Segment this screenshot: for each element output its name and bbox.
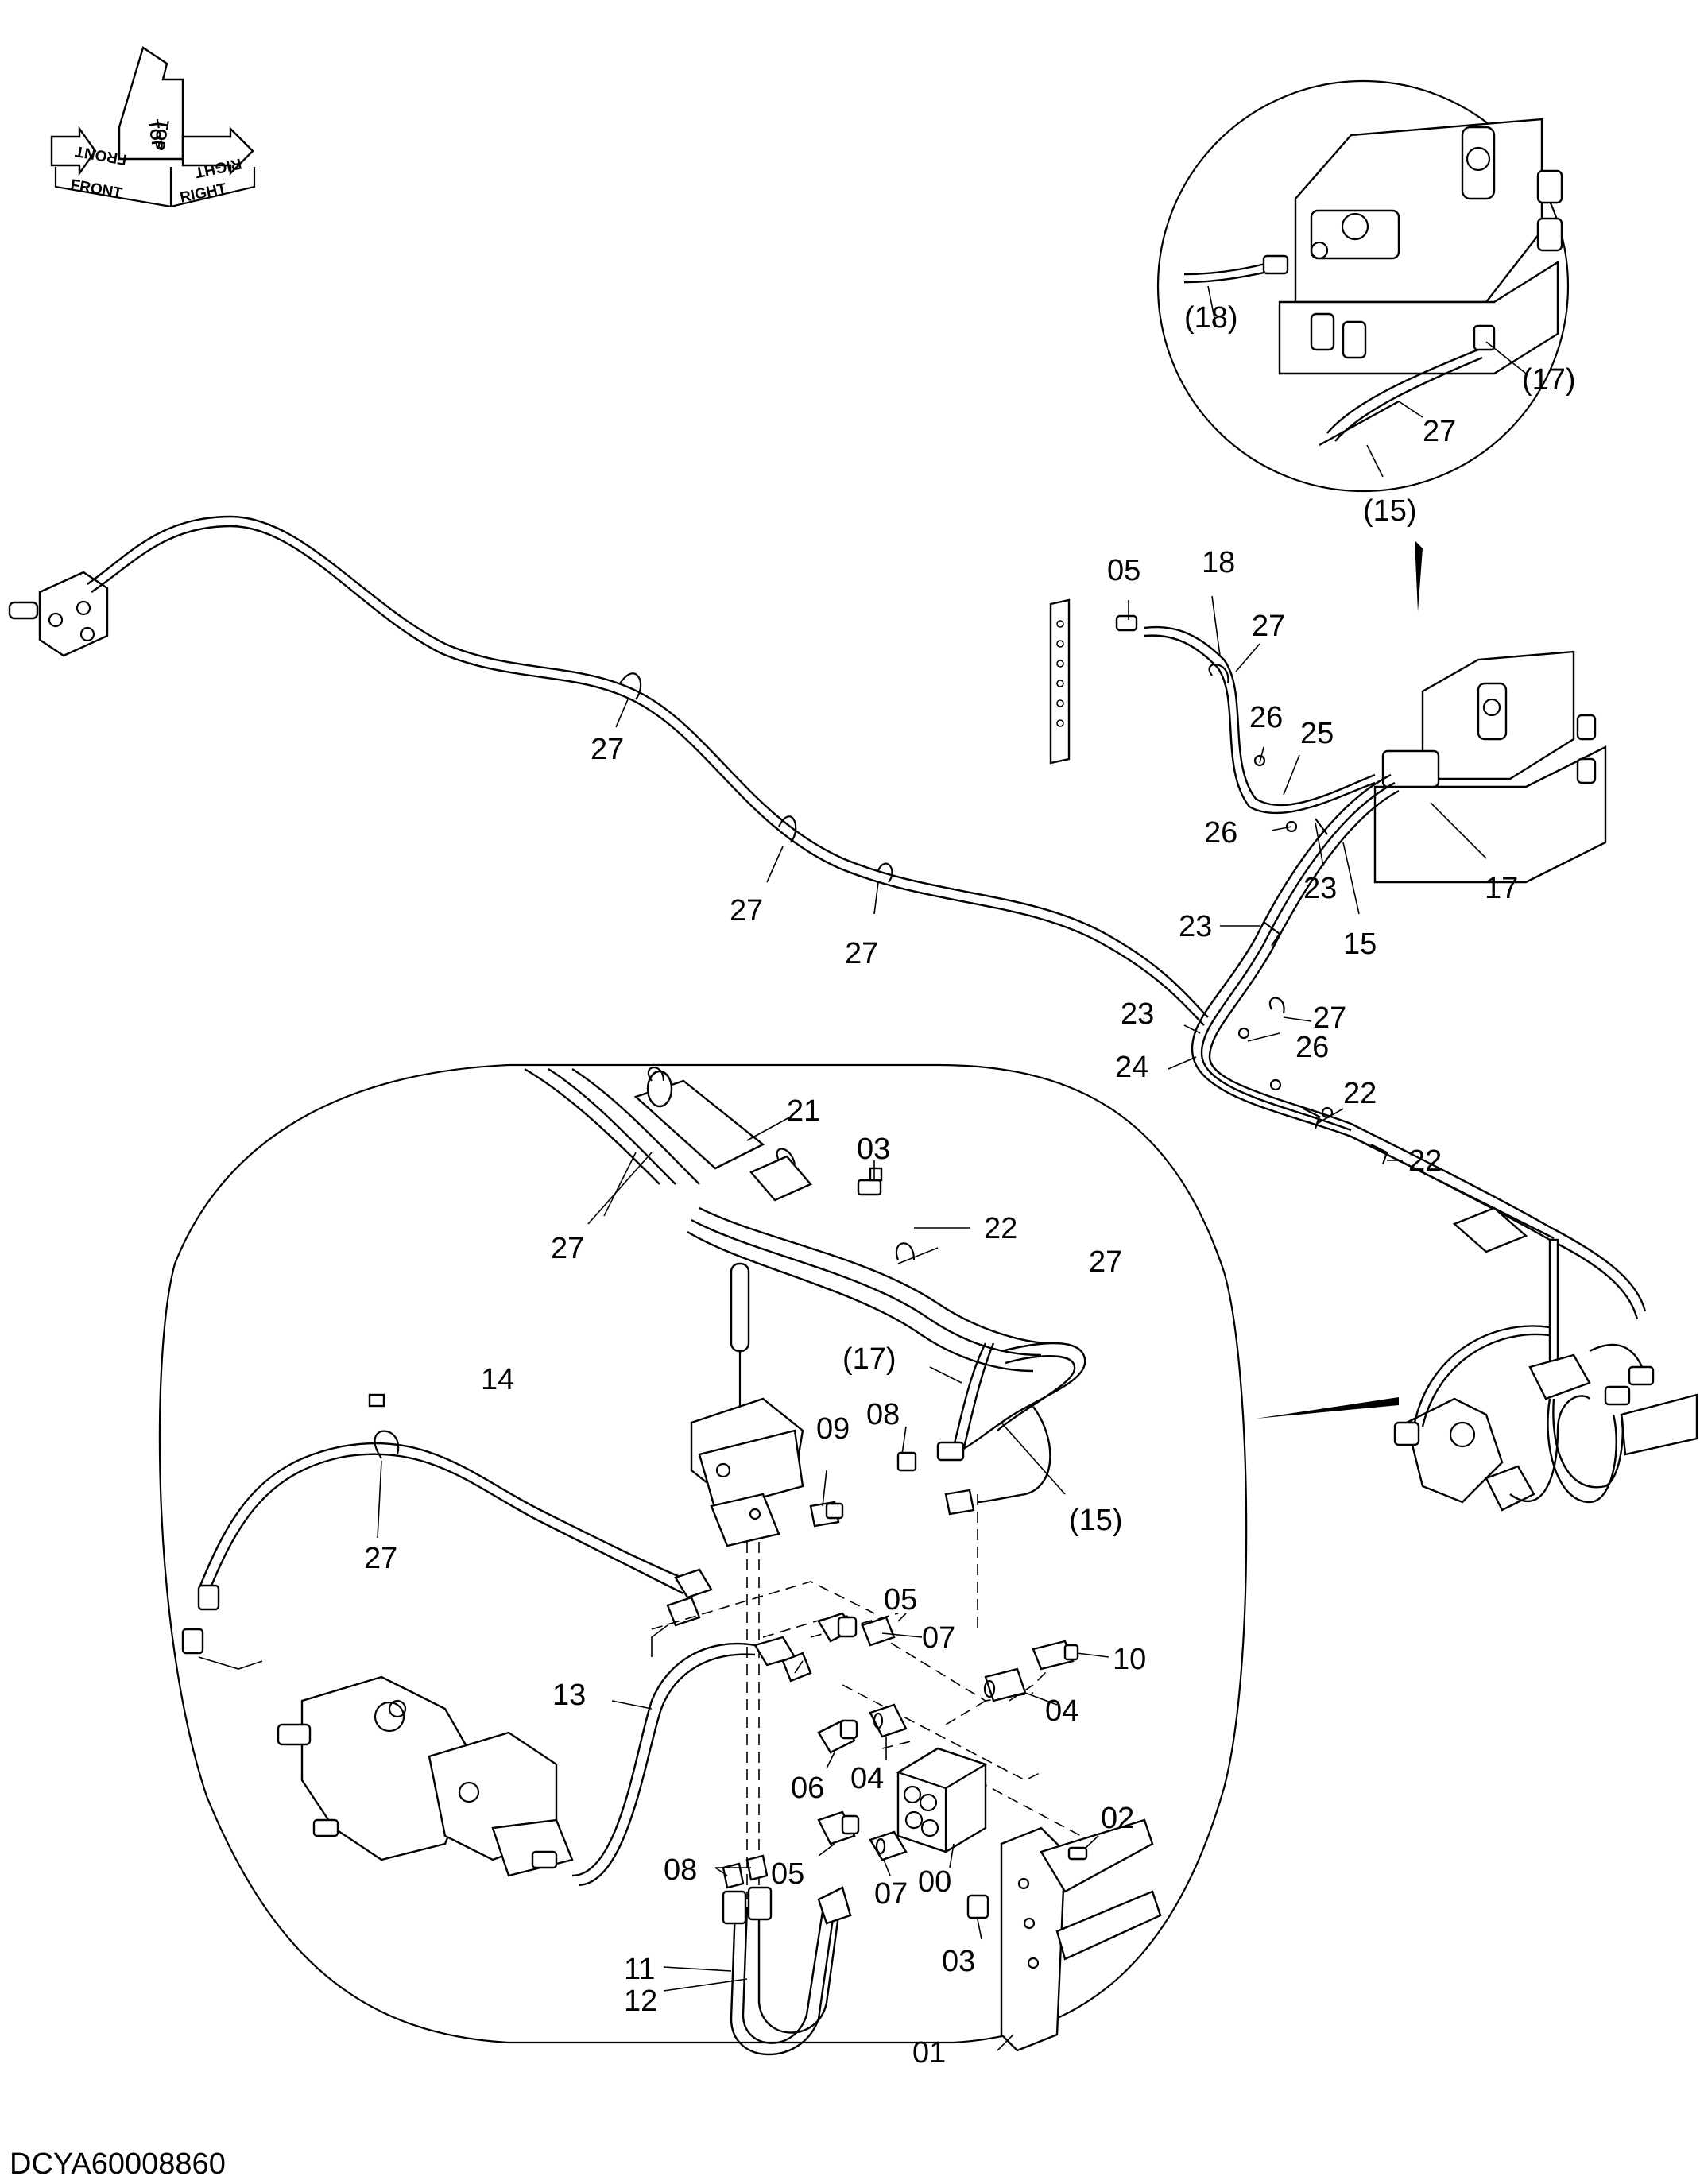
drawing-code: DCYA60008860 [10, 2147, 226, 2181]
callout-main-26-a: 26 [1249, 701, 1283, 734]
callout-det-14: 14 [481, 1363, 514, 1396]
callout-det-22: 22 [984, 1212, 1017, 1245]
callout-det-02: 02 [1101, 1802, 1134, 1835]
callout-det-13: 13 [552, 1679, 586, 1712]
lower-right-control-valve [1256, 1238, 1698, 1512]
callout-main-22-a: 22 [1343, 1077, 1377, 1110]
callout-det-03-b: 03 [942, 1945, 975, 1978]
callout-det-05-b: 05 [771, 1857, 804, 1891]
callout-main-27-b: 27 [730, 894, 763, 927]
callout-main-18: 18 [1202, 546, 1235, 579]
callout-det-04-b: 04 [850, 1762, 884, 1795]
callout-det-06: 06 [791, 1772, 824, 1805]
callout-main-26-c: 26 [1295, 1031, 1329, 1064]
callout-det-10: 10 [1113, 1643, 1146, 1676]
callout-main-23-b: 23 [1179, 910, 1212, 943]
callout-main-22-b: 22 [1408, 1144, 1442, 1178]
callout-det-11: 11 [624, 1953, 655, 1986]
callout-top-17: (17) [1522, 363, 1576, 397]
callout-det-08-b: 08 [664, 1853, 697, 1887]
callout-main-26-b: 26 [1204, 816, 1237, 850]
callout-main-27-e: 27 [1313, 1001, 1346, 1035]
callout-det-15: (15) [1069, 1504, 1123, 1537]
callout-det-07-a: 07 [922, 1621, 955, 1655]
callout-det-17: (17) [842, 1342, 896, 1376]
callout-det-07-b: 07 [874, 1877, 908, 1911]
callout-det-01: 01 [912, 2036, 946, 2070]
orientation-compass: FRONT FRONT TOP TOP RIGHT RIGHT [50, 46, 256, 208]
callout-det-00: 00 [918, 1865, 951, 1899]
callout-main-23-a: 23 [1303, 872, 1337, 905]
callout-main-23-c: 23 [1121, 997, 1154, 1031]
callout-main-27-a: 27 [591, 733, 624, 766]
callout-det-12: 12 [624, 1985, 657, 2018]
callout-det-08-a: 08 [866, 1398, 900, 1431]
detail-circle-top: (18) (17) 27 (15) [1156, 79, 1576, 612]
detail-circle-bottom: 21 03 22 27 27 (17) 14 08 09 (15) 27 05 … [158, 1063, 1248, 2070]
center-right-assembly: 05 18 27 26 25 26 23 15 17 23 27 23 24 2… [1049, 546, 1647, 1320]
callout-det-03-a: 03 [857, 1133, 890, 1166]
callout-top-27: 27 [1423, 415, 1456, 448]
callout-main-27-c: 27 [845, 937, 878, 970]
callout-main-24: 24 [1115, 1051, 1148, 1084]
callout-main-05: 05 [1107, 554, 1140, 587]
callout-main-25: 25 [1300, 717, 1334, 750]
callout-main-15: 15 [1343, 927, 1377, 961]
callout-main-17: 17 [1485, 872, 1518, 905]
callout-det-27-c: 27 [364, 1542, 397, 1575]
callout-det-21: 21 [787, 1094, 820, 1128]
callout-top-18: (18) [1184, 301, 1238, 335]
callout-det-05-a: 05 [884, 1583, 917, 1617]
orientation-right-label: RIGHT [179, 180, 229, 207]
orientation-front-label: FRONT [69, 176, 123, 202]
callout-det-04-a: 04 [1045, 1694, 1078, 1728]
pilot-line-main: 27 27 27 [8, 515, 1209, 1026]
callout-top-15: (15) [1363, 494, 1417, 528]
callout-main-27-d: 27 [1252, 610, 1285, 643]
callout-det-27-a: 27 [1089, 1245, 1122, 1279]
callout-det-09: 09 [816, 1412, 850, 1446]
callout-det-27-b: 27 [551, 1232, 584, 1265]
